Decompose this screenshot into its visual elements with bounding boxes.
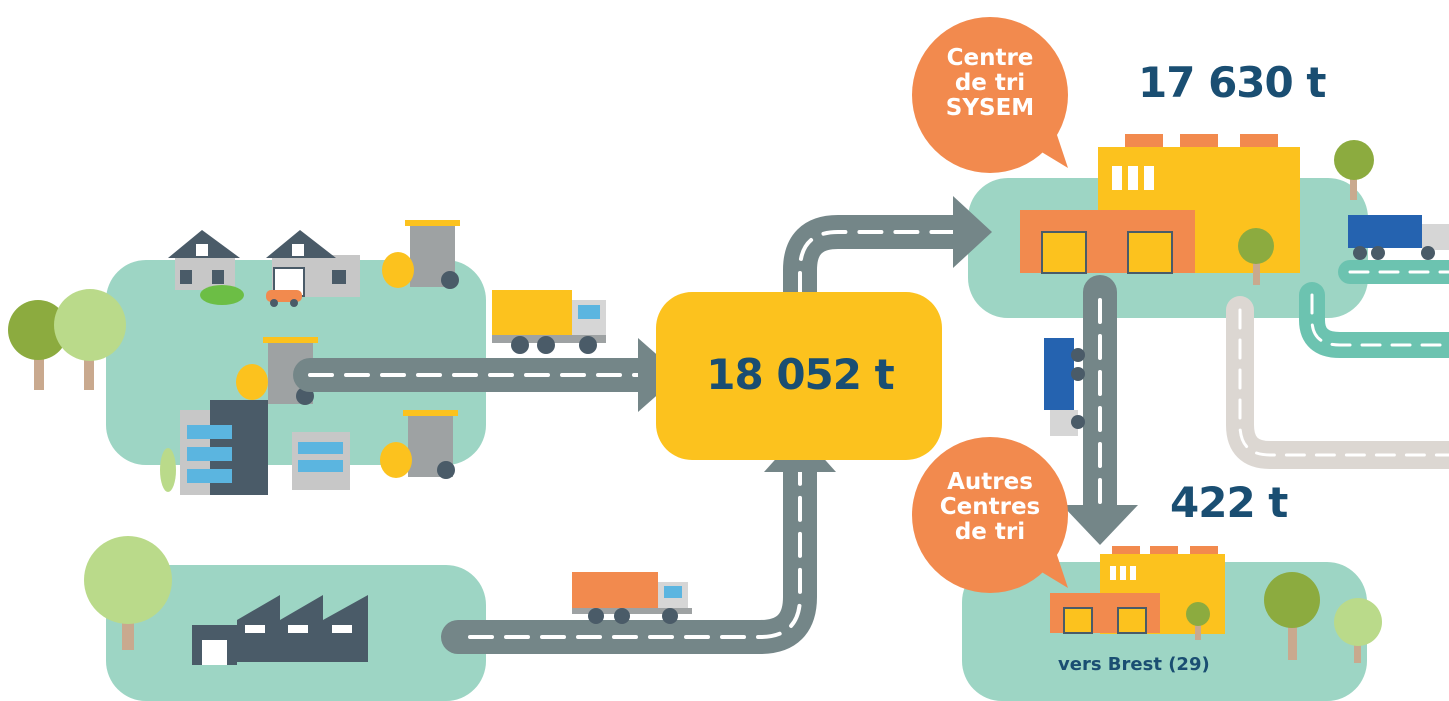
autres-bubble-line: de tri bbox=[954, 519, 1026, 545]
road-network bbox=[293, 196, 1449, 654]
bin-2 bbox=[236, 337, 318, 405]
autres-caption: vers Brest (29) bbox=[1058, 654, 1210, 675]
sysem-building bbox=[1020, 134, 1300, 274]
truck-orange bbox=[572, 572, 692, 624]
sysem-bubble-line: de tri bbox=[954, 70, 1026, 96]
bin-3 bbox=[380, 410, 458, 479]
tree-far-right bbox=[1334, 140, 1374, 200]
bush bbox=[200, 285, 244, 305]
apartment-building-1 bbox=[180, 400, 268, 495]
house-2 bbox=[266, 230, 360, 297]
tree-industrial bbox=[84, 536, 172, 650]
sysem-bubble-text: Centre de tri SYSEM bbox=[920, 46, 1060, 121]
sysem-value: 17 630 t bbox=[1138, 58, 1326, 107]
sysem-bubble-line: Centre bbox=[946, 45, 1034, 71]
tree-sysem bbox=[1238, 228, 1274, 285]
autres-bubble-text: Autres Centres de tri bbox=[920, 470, 1060, 545]
factory bbox=[192, 595, 368, 665]
bubble-autres bbox=[912, 437, 1068, 593]
truck-blue-vertical bbox=[1044, 338, 1085, 436]
hub-value: 18 052 t bbox=[706, 350, 894, 399]
hub-box bbox=[656, 292, 942, 460]
apartment-building-2 bbox=[292, 432, 350, 490]
autres-building bbox=[1050, 546, 1225, 634]
cypress-icon bbox=[160, 448, 176, 492]
bin-1 bbox=[382, 220, 460, 289]
house-1 bbox=[168, 230, 240, 290]
truck-blue-right bbox=[1348, 215, 1449, 260]
sysem-bubble-line: SYSEM bbox=[945, 95, 1035, 121]
tree-autres bbox=[1186, 572, 1382, 663]
car bbox=[266, 290, 302, 307]
tree-group-left bbox=[8, 289, 126, 390]
bubble-sysem bbox=[912, 17, 1068, 173]
autres-bubble-line: Centres bbox=[939, 494, 1041, 520]
autres-value: 422 t bbox=[1170, 478, 1288, 527]
autres-bubble-line: Autres bbox=[947, 469, 1033, 495]
truck-yellow bbox=[492, 290, 606, 354]
